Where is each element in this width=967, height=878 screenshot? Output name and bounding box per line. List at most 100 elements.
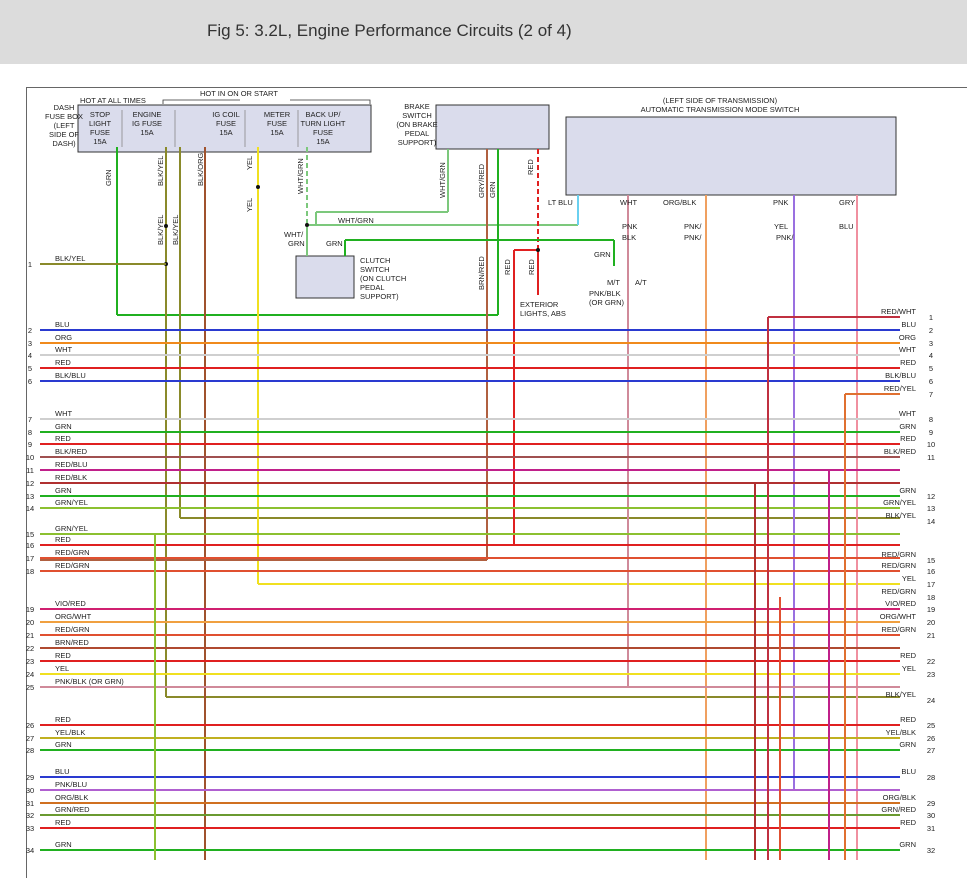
left-row-number: 2: [28, 326, 32, 335]
wire-tag: PNK: [773, 198, 788, 207]
left-row-number: 18: [26, 567, 34, 576]
right-row-label: YEL/BLK: [886, 728, 916, 737]
left-row-number: 29: [26, 773, 34, 782]
left-row-label: RED: [55, 818, 71, 827]
right-row-number: 20: [927, 618, 935, 627]
left-row-label: RED/GRN: [55, 625, 90, 634]
right-row-number: 11: [927, 453, 935, 462]
right-row-label: GRN: [899, 740, 916, 749]
pnk-blk-or-grn-label: PNK/BLK: [589, 289, 621, 298]
left-row-number: 28: [26, 746, 34, 755]
left-row-number: 20: [26, 618, 34, 627]
brake-switch-label: PEDAL: [405, 129, 430, 138]
right-row-number: 13: [927, 504, 935, 513]
mt-label: M/T: [607, 278, 620, 287]
left-row-number: 13: [26, 492, 34, 501]
wire-tag: PNK/: [684, 222, 702, 231]
left-row-number: 4: [28, 351, 32, 360]
right-row-label: RED: [900, 715, 916, 724]
vertical-wire-label: WHT/GRN: [438, 162, 447, 198]
right-row-number: 3: [929, 339, 933, 348]
left-row-label: RED: [55, 651, 71, 660]
left-row-number: 7: [28, 415, 32, 424]
left-row-number: 23: [26, 657, 34, 666]
right-row-number: 25: [927, 721, 935, 730]
right-row-label: RED/GRN: [881, 625, 916, 634]
wire-tag: WHT/GRN: [338, 216, 374, 225]
left-row-label: YEL/BLK: [55, 728, 85, 737]
wire-tag: GRN: [594, 250, 611, 259]
vertical-wire-label: YEL: [245, 156, 254, 170]
left-row-number: 10: [26, 453, 34, 462]
right-row-label: BLU: [901, 320, 916, 329]
right-row-label: ORG/WHT: [880, 612, 917, 621]
diagram-frame: [26, 87, 967, 878]
left-row-label: RED: [55, 358, 71, 367]
wire-tag: WHT: [620, 198, 637, 207]
left-row-label: RED: [55, 434, 71, 443]
right-row-label: VIO/RED: [885, 599, 916, 608]
fuse-label: 15A: [316, 137, 329, 146]
left-row-label: WHT: [55, 345, 72, 354]
brake-switch-label: (ON BRAKE: [396, 120, 437, 129]
right-row-number: 24: [927, 696, 935, 705]
right-row-number: 21: [927, 631, 935, 640]
vertical-wire-label: BLK/YEL: [156, 156, 165, 186]
left-row-number: 19: [26, 605, 34, 614]
left-row-number: 8: [28, 428, 32, 437]
right-row-label: BLK/YEL: [886, 690, 916, 699]
fuse-label: IG COIL: [212, 110, 240, 119]
fuse-label: STOP: [90, 110, 110, 119]
fuse-label: FUSE: [267, 119, 287, 128]
clutch-switch-label: SWITCH: [360, 265, 390, 274]
fuse-label: METER: [264, 110, 291, 119]
brake-switch-box: [435, 104, 550, 150]
right-row-number: 22: [927, 657, 935, 666]
junction-dot: [256, 185, 260, 189]
left-row-label: RED/GRN: [55, 548, 90, 557]
right-row-label: RED/YEL: [884, 384, 916, 393]
wire-tag: GRN: [288, 239, 305, 248]
right-row-number: 4: [929, 351, 933, 360]
left-row-label: RED: [55, 715, 71, 724]
wire-tag: BLU: [839, 222, 854, 231]
left-row-label: GRN/YEL: [55, 498, 88, 507]
wire-tag: GRN: [326, 239, 343, 248]
hot-at-all-times-label: HOT AT ALL TIMES: [80, 96, 146, 105]
left-row-label: BLK/BLU: [55, 371, 86, 380]
right-row-label: RED/GRN: [881, 561, 916, 570]
left-row-label: RED: [55, 535, 71, 544]
left-row-label: GRN/RED: [55, 805, 90, 814]
right-row-label: BLK/YEL: [886, 511, 916, 520]
right-row-label: ORG: [899, 333, 916, 342]
clutch-switch-box: [295, 255, 355, 299]
left-row-number: 22: [26, 644, 34, 653]
left-row-label: YEL: [55, 664, 69, 673]
right-row-label: GRN: [899, 840, 916, 849]
left-row-number: 9: [28, 440, 32, 449]
right-row-number: 31: [927, 824, 935, 833]
left-row-label: GRN: [55, 840, 72, 849]
junction-dot: [536, 248, 540, 252]
hot-on-bracket: [162, 99, 371, 104]
wire-tag: YEL: [774, 222, 788, 231]
brake-switch-label: SWITCH: [402, 111, 432, 120]
right-row-label: BLK/RED: [884, 447, 917, 456]
right-row-number: 2: [929, 326, 933, 335]
vertical-wire-label: GRN: [488, 181, 497, 198]
clutch-switch-label: (ON CLUTCH: [360, 274, 406, 283]
right-row-label: YEL: [902, 664, 916, 673]
right-row-number: 26: [927, 734, 935, 743]
left-row-number: 25: [26, 683, 34, 692]
right-row-number: 15: [927, 556, 935, 565]
right-row-label: RED: [900, 818, 916, 827]
vertical-wire-label: BLK/YEL: [171, 215, 180, 245]
dash-fuse-box-label: (LEFT: [54, 121, 75, 130]
junction-dot: [164, 224, 168, 228]
wire-tag: GRY: [839, 198, 855, 207]
dash-fuse-box-label: FUSE BOX: [45, 112, 83, 121]
junction-dot: [305, 223, 309, 227]
right-row-label: RED: [900, 358, 916, 367]
clutch-switch-label: SUPPORT): [360, 292, 399, 301]
